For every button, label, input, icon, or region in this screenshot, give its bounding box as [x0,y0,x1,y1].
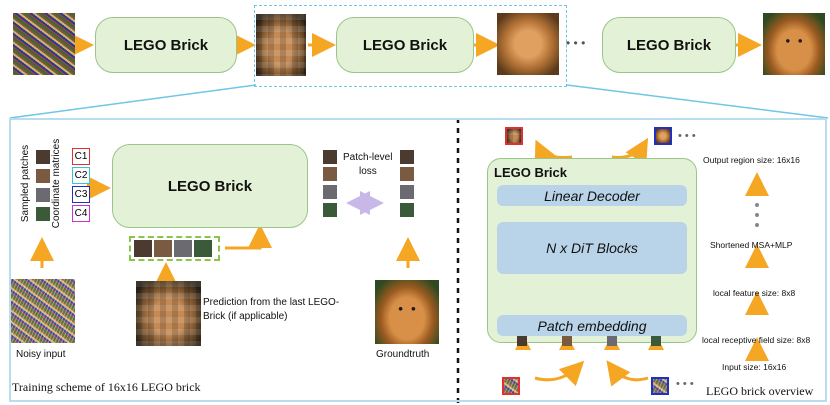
token-3 [607,336,617,346]
input-region-red [504,379,518,393]
output-patch-1 [323,150,337,164]
groundtruth-label: Groundtruth [376,349,430,360]
gt-patch-4 [400,203,414,217]
sampled-patch-1 [36,150,50,164]
coordinate-matrices-label: Coordinate matrices [51,138,63,229]
expand-line-right [566,84,829,119]
gt-patch-2 [400,167,414,181]
msa-mlp-label: Shortened MSA+MLP [710,240,793,250]
noisy-input-image [11,279,75,343]
linear-decoder-block: Linear Decoder [497,185,687,206]
input-size-label: Input size: 16x16 [722,362,787,372]
patch-loss-label-1: Patch-level [343,152,393,163]
expand-line-left [9,84,257,119]
noisy-input-label: Noisy input [16,349,66,360]
token-2 [562,336,572,346]
top-noisy-image [13,13,75,75]
output-patch-4 [323,203,337,217]
right-top-ellipsis: • • • [678,130,696,142]
top-ellipsis: • • • [566,36,586,50]
dit-blocks-block: N x DiT Blocks [497,222,687,274]
top-blurred-image [497,13,559,75]
prediction-label-1: Prediction from the last LEGO- [203,297,340,308]
output-region-label: Output region size: 16x16 [703,155,800,165]
sampled-patch-4 [36,207,50,221]
right-caption: LEGO brick overview [706,384,814,398]
patch-loss-label-2: loss [359,166,377,177]
top-brick-1: LEGO Brick [95,17,237,73]
sampled-patches-label: Sampled patches [20,144,32,223]
prediction-label-2: Brick (if applicable) [203,311,288,322]
coord-tag-c4: C4 [72,205,90,222]
local-feature-label: local feature size: 8x8 [713,288,796,298]
pred-patch-2 [154,240,172,257]
output-patch-3 [323,185,337,199]
highlight-dashed-box [254,5,567,87]
top-brick-2: LEGO Brick [336,17,474,73]
prediction-image [136,281,201,346]
output-region-blue [656,129,670,143]
lower-panel-frame [9,118,827,402]
receptive-field-label: local receptive field size: 8x8 [702,335,811,345]
gt-patch-3 [400,185,414,199]
left-caption: Training scheme of 16x16 LEGO brick [12,380,201,394]
groundtruth-image [375,280,439,344]
sampled-patch-3 [36,188,50,202]
coord-tag-c2: C2 [72,167,90,184]
left-lego-brick: LEGO Brick [112,144,308,228]
gt-patch-1 [400,150,414,164]
pred-patch-4 [194,240,212,257]
top-final-image [763,13,825,75]
input-region-blue [653,379,667,393]
output-region-red [507,129,521,143]
output-patch-2 [323,167,337,181]
top-pixelated-image [256,14,306,76]
prediction-patch-group [129,236,220,261]
sampled-patch-2 [36,169,50,183]
top-brick-3: LEGO Brick [602,17,736,73]
right-bottom-ellipsis: • • • [676,378,694,390]
token-4 [651,336,661,346]
patch-embedding-block: Patch embedding [497,315,687,336]
coord-tag-c3: C3 [72,186,90,203]
right-brick-title: LEGO Brick [494,165,567,180]
pred-patch-3 [174,240,192,257]
coord-tag-c1: C1 [72,148,90,165]
token-1 [517,336,527,346]
pred-patch-1 [134,240,152,257]
